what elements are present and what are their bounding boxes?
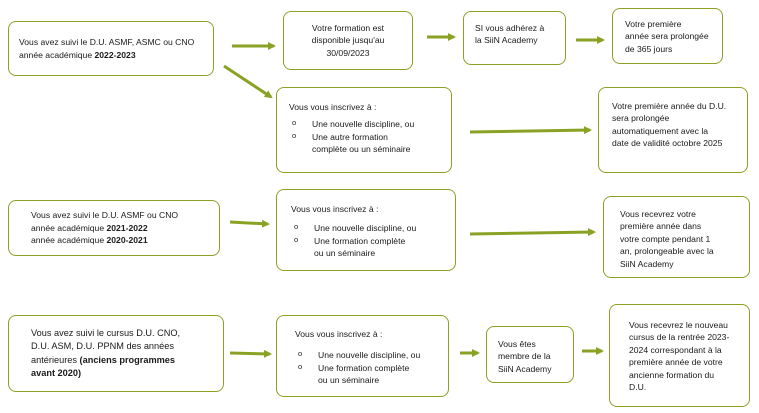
arrow-start3-to-inscrivez3 — [229, 349, 272, 358]
row1-option-1: o Une nouvelle discipline, ou — [289, 118, 451, 130]
row1-prolong-line1: Votre première — [625, 19, 682, 29]
row3-result-line4: première année de votre — [629, 357, 723, 368]
row2-start-box: Vous avez suivi le D.U. ASMF ou CNO anné… — [8, 200, 220, 256]
bullet-icon: o — [292, 118, 297, 128]
row2-result-line2: première année dans — [620, 221, 702, 232]
row2-option-1-text: Une nouvelle discipline, ou — [314, 223, 417, 234]
row3-result-line2: cursus de la rentrée 2023- — [629, 332, 730, 343]
row1-academy-line2: la SiiN Academy — [475, 35, 538, 46]
row3-start-bold1: (anciens programmes — [79, 354, 176, 365]
row2-inscrivez-box: Vous vous inscrivez à : o Une nouvelle di… — [276, 189, 456, 271]
row2-option-1: o Une nouvelle discipline, ou — [291, 222, 455, 234]
row3-result-line1: Vous recevrez le nouveau — [629, 320, 728, 330]
row1-start-line2-prefix: année académique — [19, 49, 95, 60]
row1-result-line2: sera prolongée — [612, 113, 670, 124]
arrow-inscrivez1-to-result1 — [469, 126, 592, 135]
row2-result-box: Vous recevrez votre première année dans … — [603, 196, 750, 278]
row1-result-box: Votre première année du D.U. sera prolon… — [598, 87, 748, 173]
arrow-start2-to-inscrivez2 — [229, 219, 270, 228]
row3-result-line3: 2024 correspondant à la — [629, 344, 722, 355]
row3-result-line6: D.U. — [629, 382, 647, 393]
arrow-start1-to-inscrivez — [223, 64, 273, 99]
row3-start-line2: D.U. ASM, D.U. PPNM des années — [31, 341, 174, 352]
bullet-icon: o — [298, 361, 303, 371]
row1-academy-line1: SI vous adhérez à — [475, 23, 545, 33]
row1-prolong-line2: année sera prolongée — [625, 31, 709, 42]
row3-result-line5: ancienne formation du — [629, 369, 715, 380]
row3-option-2: o Une formation complète ou un séminaire — [295, 362, 448, 387]
row2-result-line1: Vous recevrez votre — [620, 209, 696, 219]
row1-prolong-line3: de 365 jours — [625, 43, 673, 54]
row1-option-2-line2: complète ou un séminaire — [312, 144, 411, 155]
row1-formation-line3: 30/09/2023 — [326, 47, 370, 58]
row1-formation-line1: Votre formation est — [311, 22, 385, 33]
row3-option-1: o Une nouvelle discipline, ou — [295, 349, 448, 361]
row2-start-line1: Vous avez suivi le D.U. ASMF ou CNO — [31, 210, 179, 221]
row1-option-2: o Une autre formation complète ou un sémin… — [289, 131, 451, 156]
row1-formation-box: Votre formation est disponible jusqu'au … — [283, 11, 413, 70]
row3-option-2-line1: Une formation complète — [318, 362, 410, 373]
row1-inscrivez-heading: Vous vous inscrivez à : — [289, 102, 377, 112]
row2-option-2: o Une formation complète ou un séminaire — [291, 235, 455, 260]
row2-inscrivez-heading: Vous vous inscrivez à : — [291, 204, 379, 214]
row1-inscrivez-box: Vous vous inscrivez à : o Une nouvelle di… — [276, 87, 452, 173]
row2-option-2-line1: Une formation complète — [314, 235, 406, 246]
row3-member-box: Vous êtes membre de la SiiN Academy — [486, 326, 574, 383]
row1-academy-box: SI vous adhérez à la SiiN Academy — [463, 11, 566, 65]
row1-prolong-box: Votre première année sera prolongée de 3… — [612, 8, 723, 64]
row1-formation-line2: disponible jusqu'au — [311, 35, 385, 46]
row2-start-year2: 2020-2021 — [106, 235, 148, 246]
row2-result-line3: votre compte pendant 1 — [620, 233, 711, 244]
row3-inscrivez-box: Vous vous inscrivez à : o Une nouvelle di… — [276, 315, 449, 397]
row2-result-line4: an, prolongeable avec la — [620, 246, 714, 257]
row2-start-line2-prefix: année académique — [31, 222, 107, 233]
row3-start-line3-prefix: antérieures — [31, 354, 80, 365]
row3-option-2-line2: ou un séminaire — [318, 375, 380, 386]
row3-start-box: Vous avez suivi le cursus D.U. CNO, D.U.… — [8, 315, 224, 392]
row3-inscrivez-heading: Vous vous inscrivez à : — [295, 329, 383, 339]
row3-start-bold2: avant 2020) — [31, 367, 82, 378]
bullet-icon: o — [294, 234, 299, 244]
row1-result-line1: Votre première année du D.U. — [612, 101, 727, 111]
row2-start-year1: 2021-2022 — [106, 222, 148, 233]
row1-result-line4: date de validité octobre 2025 — [612, 138, 723, 149]
bullet-icon: o — [292, 130, 297, 140]
row3-member-line1: Vous êtes — [498, 339, 536, 349]
bullet-icon: o — [294, 222, 299, 232]
row1-option-2-line1: Une autre formation — [312, 131, 388, 142]
bullet-icon: o — [298, 349, 303, 359]
arrow-inscrivez2-to-result2 — [469, 228, 596, 237]
row1-start-line1: Vous avez suivi le D.U. ASMF, ASMC ou CN… — [19, 37, 195, 48]
row3-member-line2: membre de la — [498, 351, 551, 362]
row3-option-1-text: Une nouvelle discipline, ou — [318, 350, 421, 361]
row2-start-line3-prefix: année académique — [31, 235, 107, 246]
row3-start-line1: Vous avez suivi le cursus D.U. CNO, — [31, 327, 181, 338]
row2-option-2-line2: ou un séminaire — [314, 248, 376, 259]
row1-start-box: Vous avez suivi le D.U. ASMF, ASMC ou CN… — [8, 21, 214, 76]
row1-option-1-text: Une nouvelle discipline, ou — [312, 119, 415, 130]
row1-start-year: 2022-2023 — [94, 49, 136, 60]
row1-result-line3: automatiquement avec la — [612, 125, 709, 136]
row2-result-line5: SiiN Academy — [620, 258, 674, 269]
row3-result-box: Vous recevrez le nouveau cursus de la re… — [609, 304, 750, 407]
row3-member-line3: SiiN Academy — [498, 363, 552, 374]
